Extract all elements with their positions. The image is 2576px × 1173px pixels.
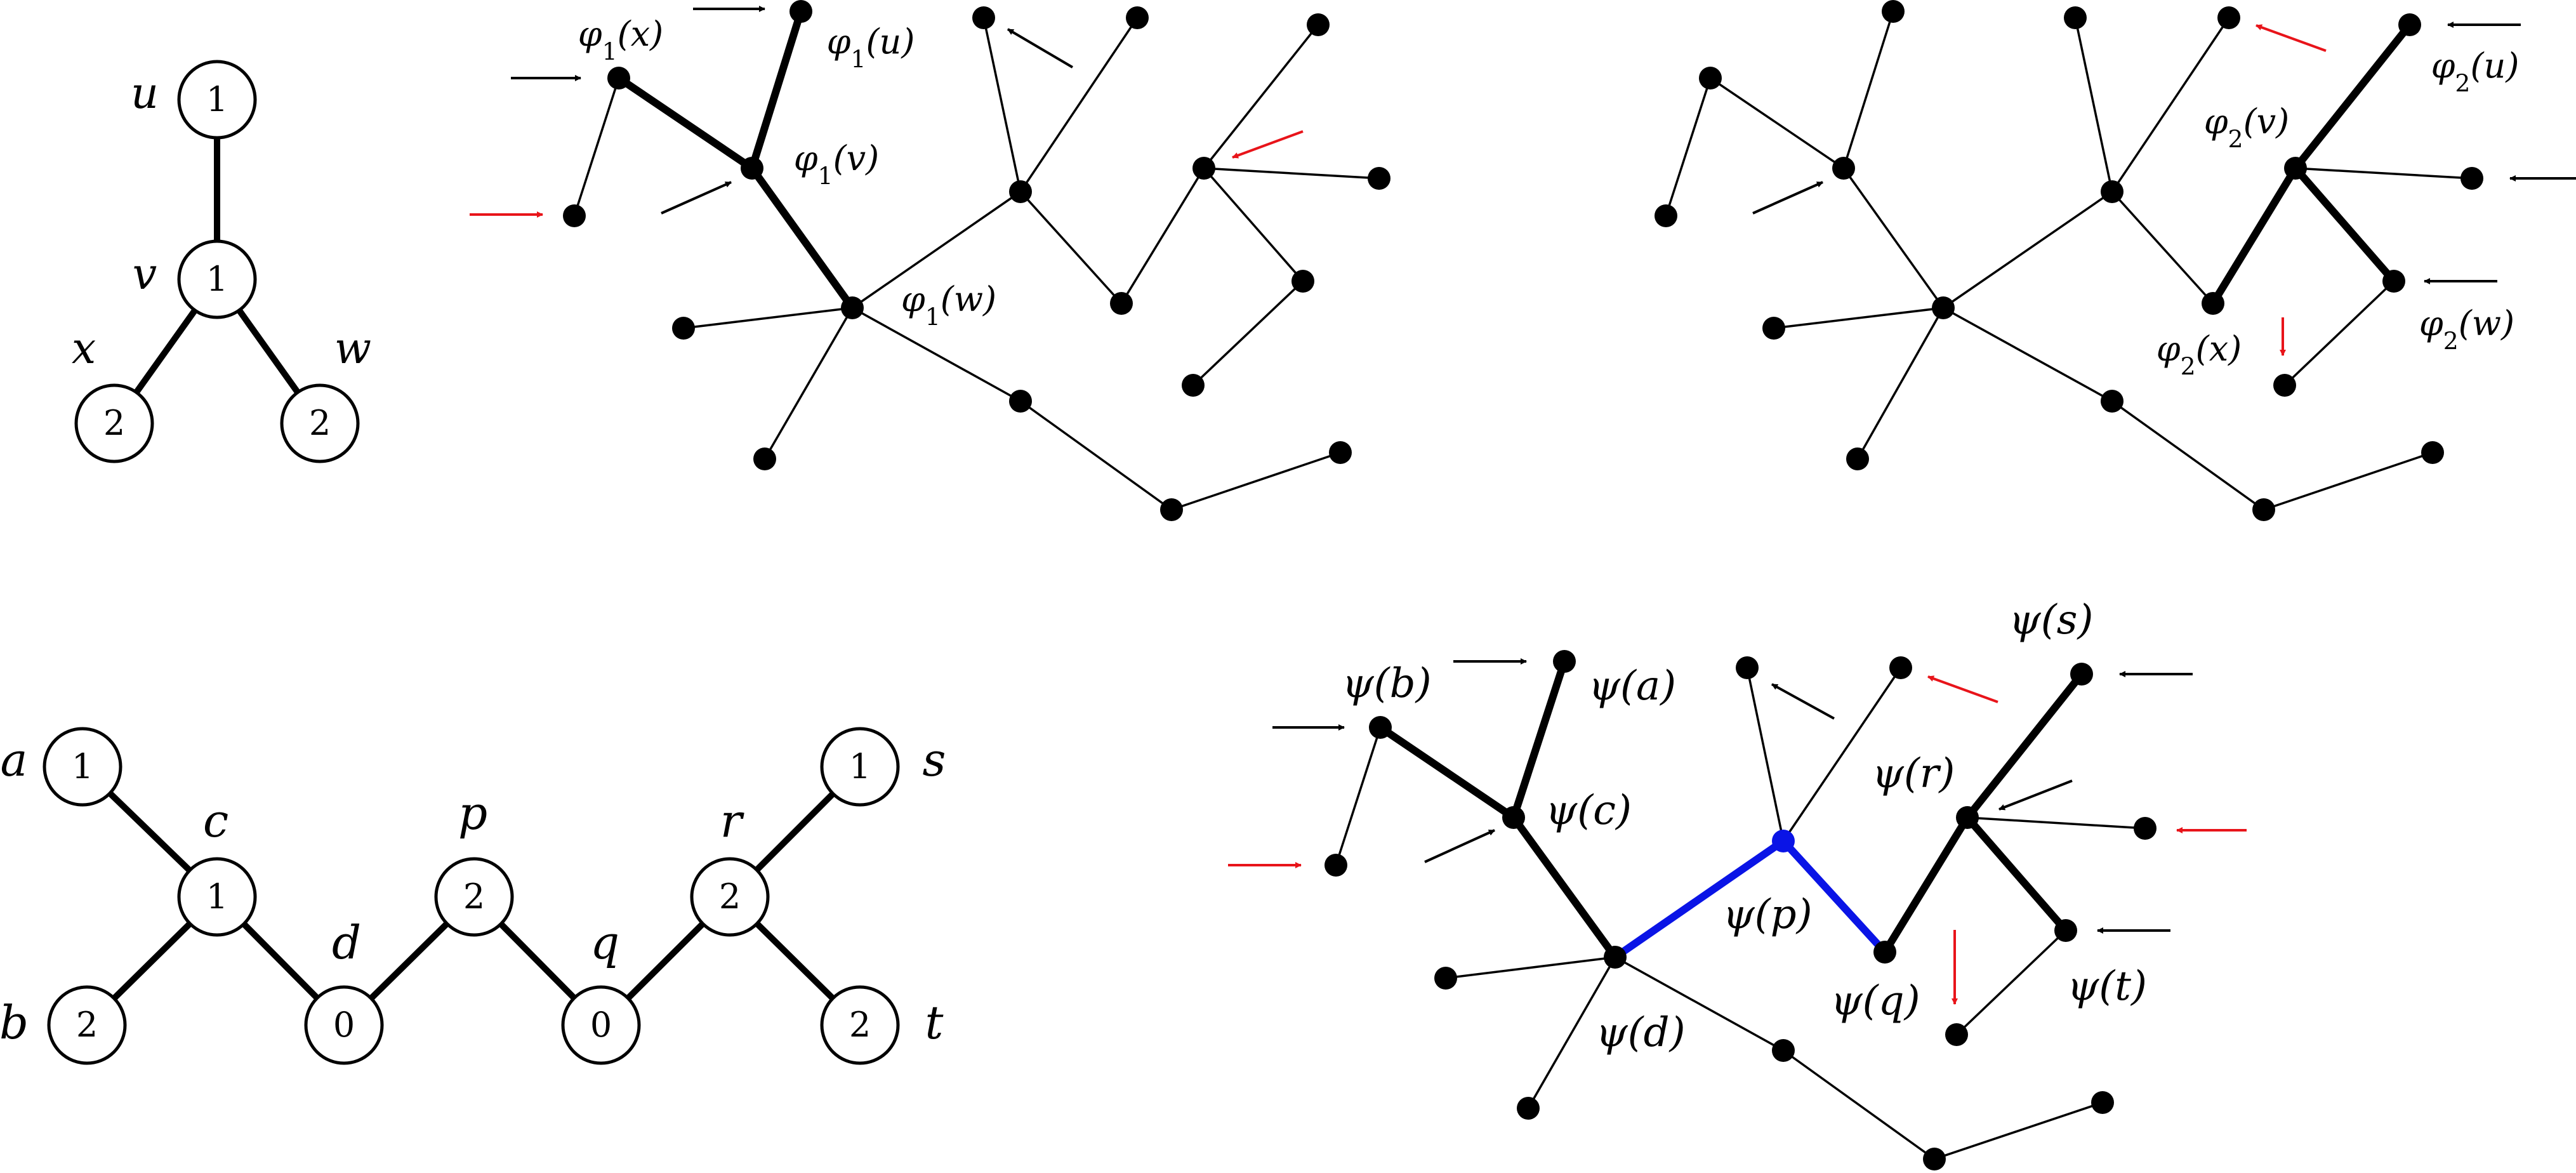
host-3-label-d: ψ(d) bbox=[1595, 1009, 1685, 1056]
node-p: 2 bbox=[434, 857, 514, 937]
host-2-nodes bbox=[1655, 0, 2483, 521]
host-3-label-s: ψ(s) bbox=[2009, 597, 2094, 644]
node-v-value: 1 bbox=[206, 259, 228, 299]
node-x-value: 2 bbox=[103, 403, 125, 443]
label-b: b bbox=[0, 996, 29, 1049]
arrow-diagonal-icon bbox=[1771, 683, 1835, 720]
host-1-nodes bbox=[563, 0, 1390, 521]
host-1-label-w: φ1(w) bbox=[901, 279, 996, 331]
host-2-label-u: φ2(u) bbox=[2431, 46, 2520, 97]
label-a: a bbox=[1, 733, 28, 786]
arrow-diagonal-icon bbox=[1424, 829, 1495, 863]
label-s: s bbox=[923, 733, 946, 786]
host-2-label-w: φ2(w) bbox=[2419, 303, 2514, 355]
arrow-diagonal-icon bbox=[1232, 130, 1304, 159]
arrow-diagonal-icon bbox=[2256, 24, 2327, 52]
host-3-thick-edges bbox=[1378, 660, 2085, 960]
pattern-long: 1 2 1 0 2 0 2 1 2 a b c d p q r s t bbox=[0, 727, 946, 1065]
node-u-value: 1 bbox=[206, 79, 228, 119]
node-q: 0 bbox=[561, 985, 641, 1065]
node-b: 2 bbox=[47, 985, 127, 1065]
node-w: 2 bbox=[280, 383, 360, 463]
node-u: 1 bbox=[177, 60, 257, 140]
arrow-diagonal-icon bbox=[1927, 675, 1998, 703]
arrow-diagonal-icon bbox=[1998, 779, 2073, 811]
host-1-thick-edges bbox=[616, 10, 855, 310]
host-1-label-u: φ1(u) bbox=[827, 22, 915, 73]
node-a: 1 bbox=[43, 727, 122, 807]
label-d: d bbox=[332, 916, 361, 969]
node-v: 1 bbox=[177, 239, 257, 319]
host-3-label-p: ψ(p) bbox=[1722, 891, 1812, 938]
host-3-thin-edges bbox=[1335, 667, 2146, 1160]
node-d-value: 0 bbox=[333, 1005, 355, 1045]
host-1-label-x: φ1(x) bbox=[578, 14, 663, 65]
label-w: w bbox=[334, 324, 371, 374]
host-2-thick-edges bbox=[2209, 22, 2413, 306]
host-3-label-a: ψ(a) bbox=[1589, 663, 1676, 710]
host-3-label-c: ψ(c) bbox=[1545, 787, 1632, 834]
host-3-blue-path bbox=[1613, 838, 1888, 960]
host-1-thin-edges bbox=[573, 17, 1380, 511]
node-q-value: 0 bbox=[590, 1005, 612, 1045]
pattern-small: 1 1 2 2 u v x w bbox=[72, 60, 371, 463]
host-tree-1: φ1(x) φ1(u) φ1(v) φ1(w) bbox=[470, 0, 1390, 521]
node-s-value: 1 bbox=[849, 746, 871, 786]
host-tree-3: ψ(b) ψ(a) ψ(c) ψ(d) ψ(p) ψ(q) ψ(r) ψ(s) … bbox=[1228, 597, 2247, 1170]
label-c: c bbox=[203, 794, 228, 847]
node-t: 2 bbox=[820, 985, 900, 1065]
host-3-label-r: ψ(r) bbox=[1872, 750, 1955, 797]
node-c-value: 1 bbox=[206, 877, 228, 917]
node-p-value: 2 bbox=[463, 877, 485, 917]
arrow-diagonal-icon bbox=[1007, 28, 1074, 69]
host-2-thin-edges bbox=[1665, 11, 2473, 511]
label-x: x bbox=[72, 324, 96, 374]
node-b-value: 2 bbox=[76, 1005, 98, 1045]
label-p: p bbox=[458, 786, 487, 840]
node-s: 1 bbox=[820, 727, 900, 807]
host-3-label-q: ψ(q) bbox=[1830, 978, 1920, 1024]
host-1-arrows bbox=[470, 6, 1304, 218]
host-2-label-v: φ2(v) bbox=[2204, 102, 2290, 153]
label-r: r bbox=[720, 794, 744, 847]
node-t-value: 2 bbox=[849, 1005, 871, 1045]
arrow-diagonal-icon bbox=[661, 181, 732, 215]
host-3-arrows bbox=[1228, 658, 2247, 1005]
label-t: t bbox=[925, 996, 944, 1049]
node-x: 2 bbox=[74, 383, 154, 463]
host-3-nodes bbox=[1324, 650, 2157, 1170]
node-c: 1 bbox=[177, 857, 257, 937]
node-w-value: 2 bbox=[309, 403, 331, 443]
label-q: q bbox=[590, 916, 619, 969]
label-u: u bbox=[131, 69, 159, 119]
host-tree-2: φ2(v) φ2(u) φ2(x) φ2(w) bbox=[1655, 0, 2576, 521]
host-1-label-v: φ1(v) bbox=[794, 138, 880, 190]
node-r: 2 bbox=[690, 857, 770, 937]
node-r-value: 2 bbox=[719, 877, 741, 917]
host-3-label-b: ψ(b) bbox=[1342, 660, 1431, 707]
label-v: v bbox=[133, 249, 157, 300]
host-3-label-t: ψ(t) bbox=[2067, 963, 2147, 1010]
node-a-value: 1 bbox=[72, 746, 93, 786]
node-d: 0 bbox=[304, 985, 384, 1065]
host-2-arrows bbox=[1752, 22, 2576, 356]
arrow-diagonal-icon bbox=[1752, 181, 1823, 215]
host-2-label-x: φ2(x) bbox=[2157, 329, 2242, 380]
host-3-node-p bbox=[1772, 830, 1795, 852]
